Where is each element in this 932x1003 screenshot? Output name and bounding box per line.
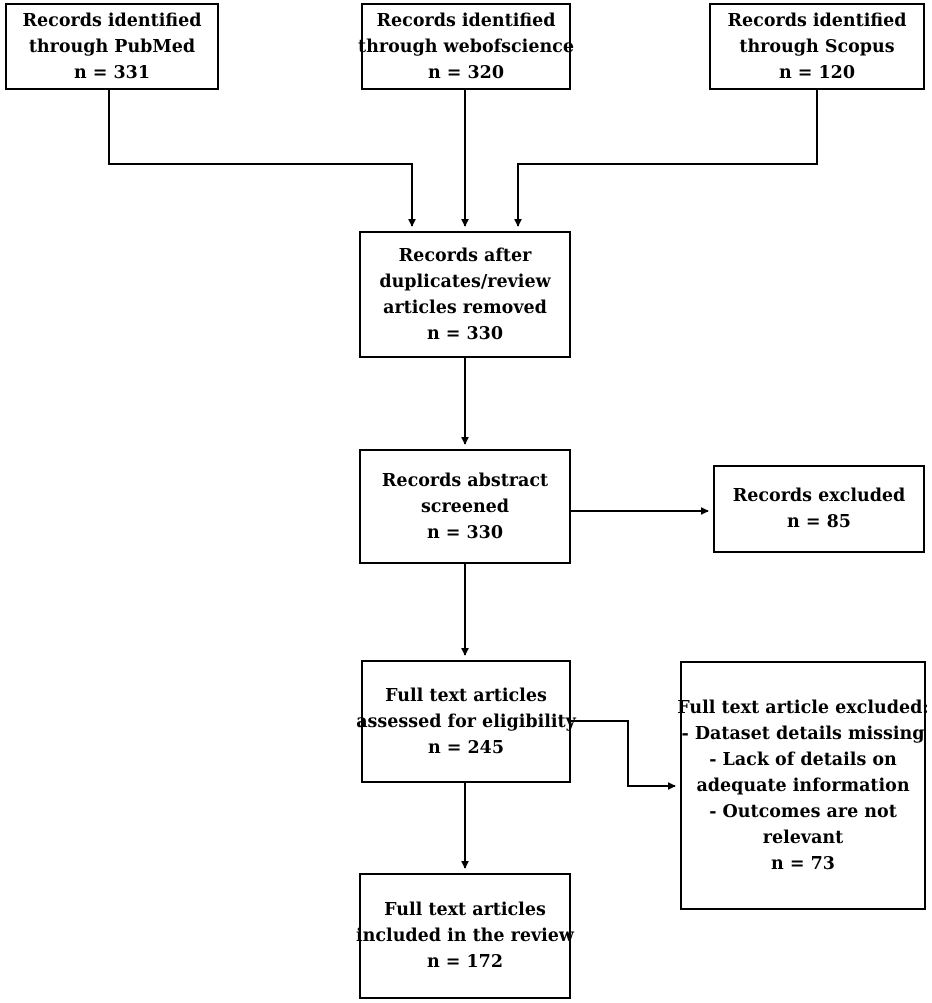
box-text-line: screened	[420, 496, 510, 517]
box-text-line: assessed for eligibility	[356, 711, 576, 732]
exclusion-reason: - Outcomes are not	[709, 801, 897, 822]
abstract-screened-box: Records abstract screened n = 330	[359, 449, 571, 564]
exclusion-reason: - Lack of details on	[709, 749, 897, 770]
box-text-line: Full text article excluded:	[677, 697, 929, 718]
arrow-scopus-to-dedup	[514, 90, 818, 227]
record-count: n = 85	[787, 512, 851, 532]
box-text-line: Full text articles	[384, 900, 546, 920]
arrow-fulltext-to-excluded	[571, 720, 676, 790]
webofscience-records-box: Records identified through webofscience …	[358, 3, 574, 90]
arrow-pubmed-to-dedup	[108, 90, 416, 227]
record-count: n = 320	[427, 62, 505, 83]
exclusion-reason: adequate information	[696, 775, 910, 796]
box-text-line: Records identified	[727, 10, 907, 31]
pubmed-records-box: Records identified through PubMed n = 33…	[5, 3, 219, 90]
box-text-line: articles removed	[383, 297, 547, 318]
exclusion-reason: relevant	[762, 827, 844, 848]
box-text-line: duplicates/review	[379, 271, 551, 292]
record-count: n = 172	[426, 952, 504, 972]
box-text-line: through webofscience	[358, 36, 574, 57]
record-count: n = 330	[426, 522, 504, 543]
record-count: n = 120	[778, 62, 856, 83]
box-text-line: Records identified	[22, 10, 202, 31]
box-text-line: Full text articles	[385, 685, 547, 706]
box-text-line: through PubMed	[28, 36, 196, 57]
record-count: n = 331	[73, 62, 151, 83]
scopus-records-box: Records identified through Scopus n = 12…	[709, 3, 925, 90]
box-text-line: through Scopus	[739, 36, 895, 57]
fulltext-assessed-box: Full text articles assessed for eligibil…	[356, 660, 576, 783]
record-count: n = 245	[427, 737, 505, 758]
fulltext-included-box: Full text articles included in the revie…	[356, 873, 574, 999]
box-text-line: Records after	[398, 245, 532, 266]
box-text-line: included in the review	[356, 926, 574, 946]
exclusion-reason: - Dataset details missing	[681, 723, 925, 744]
box-text-line: Records identified	[376, 10, 556, 31]
box-text-line: Records excluded	[732, 486, 906, 506]
fulltext-excluded-box: Full text article excluded: - Dataset de…	[677, 661, 929, 910]
dedup-records-box: Records after duplicates/review articles…	[359, 231, 571, 358]
record-count: n = 330	[426, 323, 504, 344]
record-count: n = 73	[771, 853, 835, 874]
records-excluded-box: Records excluded n = 85	[713, 465, 925, 553]
box-text-line: Records abstract	[381, 470, 549, 491]
